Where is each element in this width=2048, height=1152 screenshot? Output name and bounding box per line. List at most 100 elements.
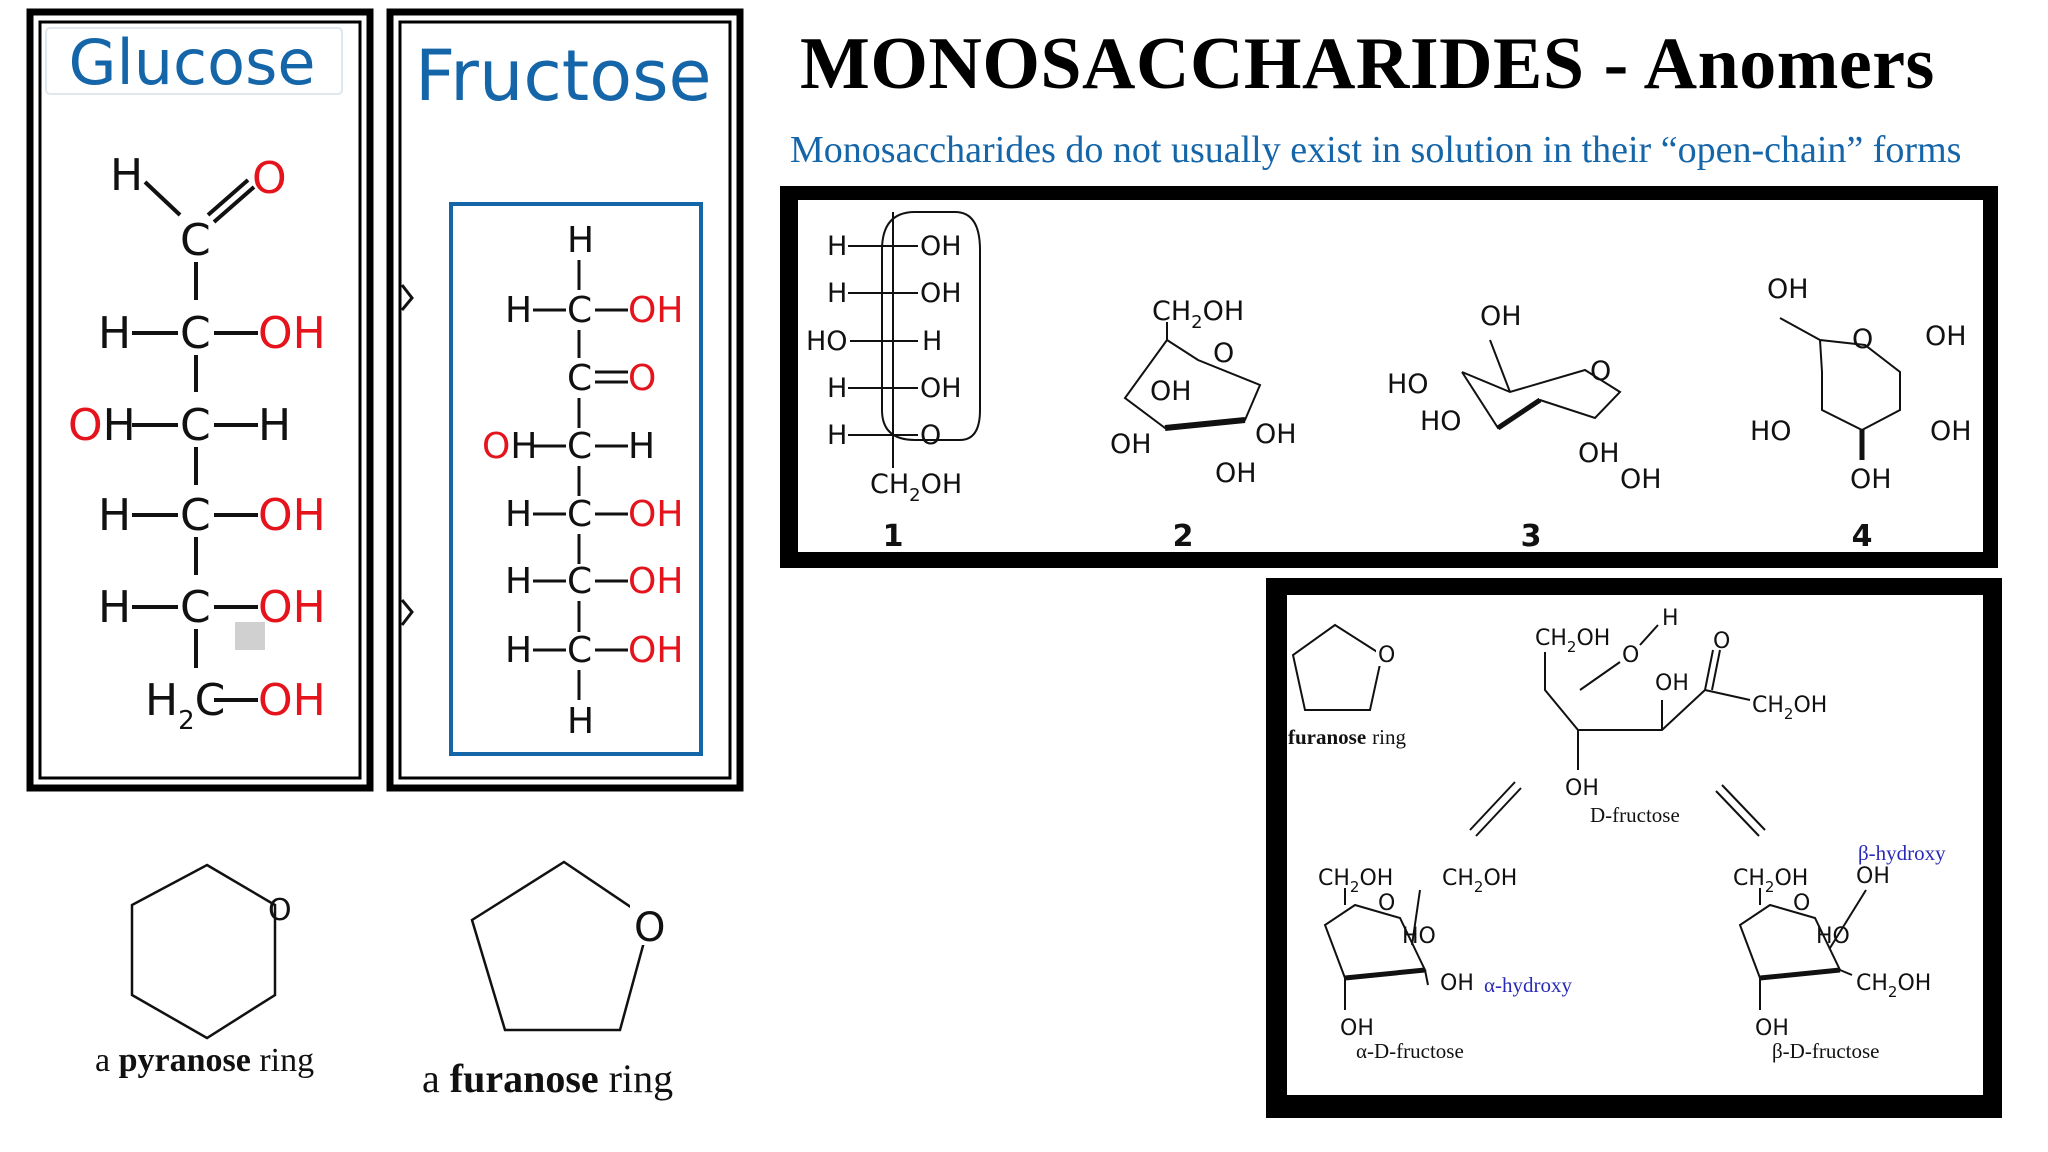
svg-text:OH: OH	[1755, 1016, 1789, 1041]
fructose-c5: C	[567, 561, 592, 602]
svg-text:OH: OH	[1930, 416, 1972, 447]
svg-text:OH: OH	[1480, 301, 1522, 332]
watermark-badge	[235, 622, 265, 650]
svg-text:OH: OH	[920, 231, 962, 262]
fructose-h-bottom: H	[567, 701, 594, 742]
svg-text:OH: OH	[1655, 671, 1689, 696]
svg-text:OH: OH	[1110, 429, 1152, 460]
glucose-h-c4: H	[98, 490, 131, 541]
svg-text:HO: HO	[1387, 369, 1429, 400]
svg-text:O: O	[1378, 891, 1395, 916]
svg-text:CH2OH: CH2OH	[1152, 296, 1244, 333]
svg-text:OH: OH	[1578, 438, 1620, 469]
glucose-title: Glucose	[68, 26, 315, 99]
svg-text:O: O	[1378, 643, 1395, 668]
svg-text:H: H	[827, 278, 847, 309]
svg-text:H: H	[922, 326, 942, 357]
svg-text:OH: OH	[1565, 776, 1599, 801]
form-1-fischer: H OH H OH HO H H OH H O CH2OH 1	[806, 211, 981, 554]
svg-text:O: O	[1793, 891, 1810, 916]
svg-text:OH: OH	[1150, 376, 1192, 407]
svg-text:HO: HO	[1420, 406, 1462, 437]
fructose-h-top: H	[567, 220, 594, 261]
alpha-d-fructose-ring: CH2OH CH2OH O HO OH OH	[1318, 866, 1517, 1041]
fructose-h-c4: H	[505, 494, 532, 535]
pyranose-caption: a pyranose ring	[95, 1042, 315, 1079]
svg-text:CH2OH: CH2OH	[1856, 971, 1931, 1001]
fructose-c1: C	[567, 290, 592, 331]
fructose-oh-c5: OH	[628, 561, 683, 602]
svg-text:OH: OH	[1340, 1016, 1374, 1041]
glucose-o-aldehyde: O	[252, 153, 287, 204]
fructose-c4: C	[567, 494, 592, 535]
fructose-title: Fructose	[415, 35, 712, 117]
glucose-h2c: H2C	[145, 675, 225, 736]
glucose-card: Glucose H O C H C OH OH C H H	[26, 8, 374, 792]
fructose-c6: C	[567, 630, 592, 671]
glucose-oh-c5: OH	[258, 582, 326, 633]
form-2-haworth: CH2OH O OH OH OH OH 2	[1110, 296, 1297, 554]
fructose-oh-c6: OH	[628, 630, 683, 671]
svg-text:HO: HO	[806, 326, 848, 357]
svg-text:OH: OH	[1440, 971, 1474, 996]
glucose-h-c3: H	[258, 400, 291, 451]
svg-text:CH2OH: CH2OH	[1318, 866, 1393, 896]
svg-text:O: O	[1852, 324, 1873, 355]
equilibrium-arrows	[1469, 781, 1766, 837]
fructose-oh-c1: OH	[628, 290, 683, 331]
furanose-caption: a furanose ring	[422, 1056, 674, 1101]
svg-text:H: H	[827, 420, 847, 451]
glucose-c5: C	[180, 582, 211, 633]
svg-text:OH: OH	[1215, 458, 1257, 489]
alpha-d-fructose-label: α-D-fructose	[1356, 1039, 1464, 1063]
glucose-h-c5: H	[98, 582, 131, 633]
svg-text:CH2OH: CH2OH	[1442, 866, 1517, 896]
form-label-3: 3	[1521, 519, 1542, 554]
svg-text:HO: HO	[1816, 924, 1850, 949]
fructose-card: Fructose H H C OH C O OH C H	[386, 8, 744, 792]
beta-hydroxy-label: β-hydroxy	[1858, 841, 1946, 865]
svg-text:CH2OH: CH2OH	[1733, 866, 1808, 896]
fructose-structure: H H C OH C O OH C H H C	[482, 220, 683, 742]
glucose-structure: H O C H C OH OH C H H C OH	[68, 150, 326, 736]
glucose-c4: C	[180, 490, 211, 541]
fructose-h-c6: H	[505, 630, 532, 671]
fructose-h-c1: H	[505, 290, 532, 331]
pyranose-ring-diagram	[130, 863, 277, 1040]
glucose-oh-c3: OH	[68, 400, 136, 451]
fructose-anomers-panel: O CH2OH H O O OH CH2OH OH	[1266, 578, 2002, 1118]
furanose-ring-o: O	[634, 905, 665, 951]
fructose-c3: C	[567, 426, 592, 467]
beta-d-fructose-ring: CH2OH OH O HO CH2OH OH	[1733, 864, 1931, 1041]
d-fructose-open: CH2OH H O O OH CH2OH OH	[1535, 606, 1827, 801]
glucose-oh-c4: OH	[258, 490, 326, 541]
glucose-forms-panel: H OH H OH HO H H OH H O CH2OH 1	[780, 186, 1998, 568]
page-title: MONOSACCHARIDES - Anomers	[800, 23, 1935, 105]
svg-text:H: H	[1662, 606, 1679, 631]
svg-text:HO: HO	[1750, 416, 1792, 447]
glucose-c1: C	[180, 215, 211, 266]
form-label-4: 4	[1852, 519, 1873, 554]
svg-text:OH: OH	[920, 373, 962, 404]
fructose-c2: C	[567, 358, 592, 399]
fructose-h-c3: H	[628, 426, 655, 467]
svg-text:OH: OH	[1767, 274, 1809, 305]
form-label-2: 2	[1173, 519, 1194, 554]
form-4-hexagon: OH O OH HO OH OH 4	[1750, 274, 1972, 554]
svg-text:O: O	[920, 420, 941, 451]
svg-text:CH2OH: CH2OH	[1752, 693, 1827, 723]
svg-text:O: O	[1713, 629, 1730, 654]
form-label-1: 1	[883, 519, 904, 554]
page-subtitle: Monosaccharides do not usually exist in …	[790, 129, 1962, 171]
fructose-o-c2: O	[628, 358, 656, 399]
beta-d-fructose-label: β-D-fructose	[1772, 1039, 1879, 1063]
glucose-c2: C	[180, 308, 211, 359]
svg-text:HO: HO	[1402, 924, 1436, 949]
alpha-hydroxy-label: α-hydroxy	[1484, 973, 1572, 997]
svg-text:O: O	[1590, 356, 1611, 387]
form-3-chair: OH O HO HO OH OH 3	[1387, 301, 1662, 554]
fructose-oh-c3: OH	[482, 426, 537, 467]
svg-text:OH: OH	[1850, 464, 1892, 495]
